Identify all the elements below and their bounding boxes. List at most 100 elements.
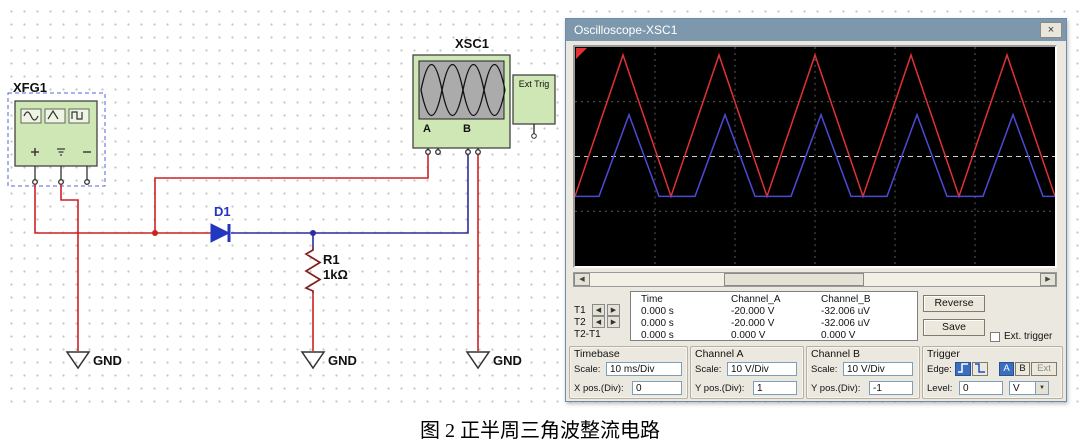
t1-channel-a: -20.000 V xyxy=(731,306,775,317)
save-button[interactable]: Save xyxy=(923,319,985,336)
close-button[interactable]: × xyxy=(1040,22,1062,38)
chevron-down-icon[interactable]: ▼ xyxy=(1035,382,1048,394)
cursor-t2-label: T2 xyxy=(574,317,586,328)
mini-screen-sine-2 xyxy=(420,64,506,116)
scrollbar-left-button[interactable]: ◀ xyxy=(574,273,590,286)
scrollbar-right-button[interactable]: ▶ xyxy=(1040,273,1056,286)
channel-a-scale-field[interactable]: 10 V/Div xyxy=(727,362,797,376)
oscilloscope-window: Oscilloscope-XSC1 × ◀ ▶ T1 ◀ ▶ T2 ◀ ▶ T2… xyxy=(565,18,1067,402)
ext-trig-label: Ext Trig xyxy=(518,79,550,89)
wire-common-to-ground[interactable] xyxy=(60,184,79,351)
xfg1-terminals[interactable] xyxy=(32,166,90,185)
channel-b-ypos-field[interactable]: -1 xyxy=(869,381,913,395)
diode-d1[interactable] xyxy=(210,223,231,243)
ground-label-1: GND xyxy=(93,353,122,368)
waveform-channel-b xyxy=(575,112,1055,198)
t2-channel-b: -32.006 uV xyxy=(821,318,870,329)
ext-trig-terminal[interactable] xyxy=(531,133,537,139)
channel-b-scale-field[interactable]: 10 V/Div xyxy=(843,362,913,376)
cursor-t1-label: T1 xyxy=(574,305,586,316)
timebase-xpos-field[interactable]: 0 xyxy=(632,381,682,395)
wire-tap-to-channel-a[interactable] xyxy=(154,154,429,233)
ground-symbol-source[interactable] xyxy=(65,351,91,370)
circuit-wires xyxy=(34,154,479,351)
timebase-scale-field[interactable]: 10 ms/Div xyxy=(606,362,682,376)
channel-a-ypos-field[interactable]: 1 xyxy=(753,381,797,395)
trigger-source-a-button[interactable]: A xyxy=(999,362,1014,376)
channel-b-title: Channel B xyxy=(811,348,861,360)
t1-channel-b: -32.006 uV xyxy=(821,306,870,317)
reverse-button[interactable]: Reverse xyxy=(923,295,985,312)
channel-b-section: Channel B Scale: 10 V/Div Y pos.(Div): -… xyxy=(806,346,920,399)
readout-row-t2t1: 0.000 s 0.000 V 0.000 V xyxy=(631,330,917,341)
scope-gridlines xyxy=(575,47,1055,266)
resistor-value-label: 1kΩ xyxy=(323,267,348,282)
t2-time: 0.000 s xyxy=(641,318,674,329)
trigger-rising-edge-button[interactable] xyxy=(955,362,971,376)
trigger-source-b-button[interactable]: B xyxy=(1015,362,1030,376)
channel-a-section: Channel A Scale: 10 V/Div Y pos.(Div): 1 xyxy=(690,346,804,399)
cursor-t2t1-label: T2-T1 xyxy=(574,329,601,340)
t1-time: 0.000 s xyxy=(641,306,674,317)
ground-label-3: GND xyxy=(493,353,522,368)
circuit-canvas xyxy=(7,54,556,370)
junction-output-node xyxy=(310,230,316,236)
readout-header-time: Time xyxy=(641,294,663,305)
scope-display xyxy=(573,45,1057,268)
timebase-title: Timebase xyxy=(574,348,620,360)
cursor-t1-left-button[interactable]: ◀ xyxy=(592,304,605,316)
trigger-falling-edge-button[interactable] xyxy=(972,362,988,376)
sine-wave-icon xyxy=(23,111,39,121)
xsc1-instrument[interactable] xyxy=(412,54,556,155)
common-terminal-icon xyxy=(57,148,65,156)
timebase-xpos-label: X pos.(Div): xyxy=(574,383,624,394)
ext-trig-box[interactable] xyxy=(512,74,556,125)
channel-a-terminal-label: A xyxy=(423,123,431,135)
falling-edge-icon xyxy=(975,363,985,373)
readout-row-t2: 0.000 s -20.000 V -32.006 uV xyxy=(631,318,917,329)
xfg1-triangle-button[interactable] xyxy=(44,108,66,124)
figure-caption: 图 2 正半周三角波整流电路 xyxy=(420,420,660,442)
trigger-title: Trigger xyxy=(927,348,960,360)
timebase-section: Timebase Scale: 10 ms/Div X pos.(Div): 0 xyxy=(569,346,688,399)
scope-scrollbar[interactable]: ◀ ▶ xyxy=(573,272,1057,287)
xfg1-label: XFG1 xyxy=(13,80,47,95)
readout-row-t1: 0.000 s -20.000 V -32.006 uV xyxy=(631,306,917,317)
xfg1-selection-box xyxy=(7,92,106,187)
channel-b-ypos-label: Y pos.(Div): xyxy=(811,383,861,394)
trigger-edge-label: Edge: xyxy=(927,364,952,375)
cursor-t2-left-button[interactable]: ◀ xyxy=(592,316,605,328)
trigger-source-ext-button[interactable]: Ext xyxy=(1031,362,1057,376)
oscilloscope-titlebar[interactable]: Oscilloscope-XSC1 × xyxy=(566,19,1066,41)
ground-symbol-load[interactable] xyxy=(300,351,326,370)
xfg1-instrument[interactable] xyxy=(7,92,106,187)
wire-output-to-channel-b[interactable] xyxy=(231,154,469,234)
rising-edge-icon xyxy=(958,363,968,373)
measurement-readout: Time Channel_A Channel_B 0.000 s -20.000… xyxy=(630,291,918,341)
scrollbar-thumb[interactable] xyxy=(724,273,864,286)
readout-header-channel-b: Channel_B xyxy=(821,294,871,305)
cursor-t1-marker[interactable] xyxy=(576,47,587,59)
ground-label-2: GND xyxy=(328,353,357,368)
diode-label: D1 xyxy=(214,204,231,219)
channel-b-scale-label: Scale: xyxy=(811,364,838,375)
xsc1-terminals[interactable] xyxy=(425,148,481,155)
resistor-r1[interactable] xyxy=(304,247,322,293)
waveform-channel-a xyxy=(574,52,1056,199)
trigger-section: Trigger Edge: A B Ext Level: 0 V ▼ xyxy=(922,346,1063,399)
resistor-label: R1 xyxy=(323,252,340,267)
plus-terminal-icon xyxy=(31,148,39,156)
t2-channel-a: -20.000 V xyxy=(731,318,775,329)
channel-b-terminal-label: B xyxy=(463,123,471,135)
trigger-level-unit-combo[interactable]: V ▼ xyxy=(1009,381,1049,395)
ext-trigger-checkbox[interactable] xyxy=(990,332,1000,342)
xsc1-mini-screen xyxy=(418,60,505,120)
cursor-t2-right-button[interactable]: ▶ xyxy=(607,316,620,328)
trigger-level-unit: V xyxy=(1013,383,1020,394)
oscilloscope-title: Oscilloscope-XSC1 xyxy=(574,23,678,37)
readout-header-channel-a: Channel_A xyxy=(731,294,781,305)
ground-symbol-scope[interactable] xyxy=(465,351,491,370)
t2t1-time: 0.000 s xyxy=(641,330,674,341)
cursor-t1-right-button[interactable]: ▶ xyxy=(607,304,620,316)
trigger-level-field[interactable]: 0 xyxy=(959,381,1003,395)
